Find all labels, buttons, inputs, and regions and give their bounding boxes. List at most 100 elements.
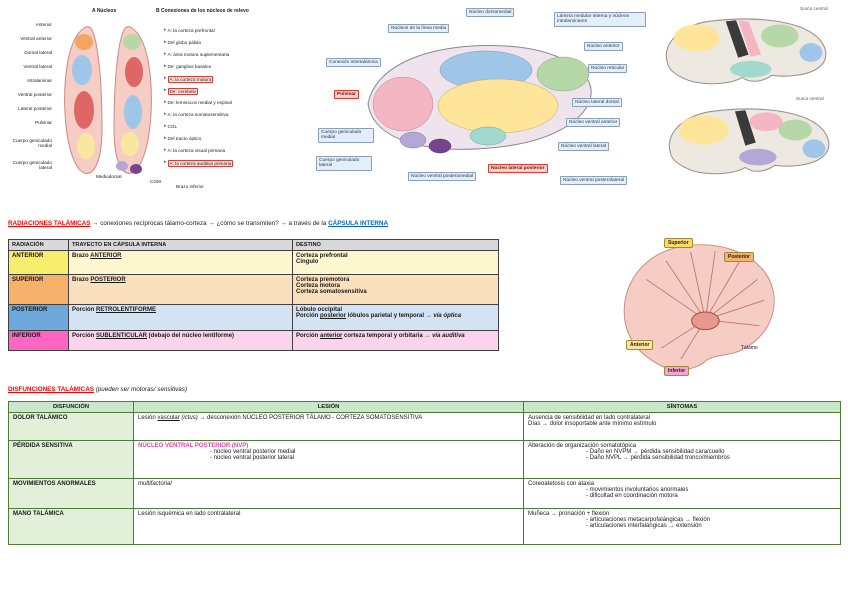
trayecto-cell: Brazo ANTERIOR xyxy=(68,250,293,275)
sintomas-bullet: - articulaciones interfalángicas → exten… xyxy=(586,523,702,529)
nucleus-label: Cuerpo geniculado medial xyxy=(12,138,52,149)
col-header-disfuncion: DISFUNCIÓN xyxy=(8,401,134,413)
thalamus-label: Núcleo anterior xyxy=(584,42,623,52)
disfuncion-name: MANO TALÁMICA xyxy=(8,508,134,545)
arrow-icon: ▸ xyxy=(164,39,167,45)
trayecto-underlined: ANTERIOR xyxy=(90,253,122,259)
sintomas-cell: Muñeca → pronación + flexión - articulac… xyxy=(523,508,841,545)
trayecto-text: (debajo del núcleo lentiforme) xyxy=(147,333,235,339)
sintomas-title: Alteración de organización somatotópica xyxy=(528,443,637,449)
sintomas-bullet: - articulaciones metacarpofalángicas → f… xyxy=(586,517,711,523)
figure-cortex-maps: Surco central Surco central xyxy=(650,6,846,196)
nucleus-label: Intralaminar xyxy=(27,78,52,83)
disfuncion-name: DOLOR TALÁMICO xyxy=(8,412,134,441)
sintomas-bullet: - Daño en NVPM → pérdida sensibilidad ca… xyxy=(586,449,725,455)
arrow-icon: ▸ xyxy=(164,159,167,165)
col-header-sintomas: SÍNTOMAS xyxy=(523,401,841,413)
lesion-bullet: - núcleo ventral posterior lateral xyxy=(210,455,295,461)
figure-a-title: A Núcleos xyxy=(92,8,117,14)
arrow-icon: ▸ xyxy=(164,87,167,93)
thalamus-3d-illustration xyxy=(367,45,592,154)
table-row-posterior: POSTERIOR Porción RETROLENTIFORME Lóbulo… xyxy=(8,304,499,331)
thalamus-label: Núcleo dorsomedial xyxy=(466,8,515,18)
table-row-perdida-sensitiva: PÉRDIDA SENSITIVA NÚCLEO VENTRAL POSTERI… xyxy=(8,440,841,479)
table-header-row: DISFUNCIÓN LESIÓN SÍNTOMAS xyxy=(8,401,841,413)
table-row-superior: SUPERIOR Brazo POSTERIOR Corteza premoto… xyxy=(8,274,499,305)
radiacion-name: SUPERIOR xyxy=(8,274,69,305)
thalamus-label: Núcleo reticular xyxy=(588,64,628,74)
destino-cell: Lóbulo occipital Porción posterior lóbul… xyxy=(292,304,499,331)
table-row-mano-talamica: MANO TALÁMICA Lesión isquémica en lado c… xyxy=(8,508,841,545)
trayecto-text: Brazo xyxy=(72,253,91,259)
brazo-inferior-label: Brazo inferior xyxy=(176,184,204,189)
thalamus-label: Núcleo ventral anterior xyxy=(566,118,621,128)
trayecto-text: Porción xyxy=(72,307,97,313)
destino-line: Lóbulo occipital xyxy=(296,307,342,313)
sintomas-bullet: - dificultad en coordinación motora xyxy=(586,493,678,499)
thalamus-label-highlighted: Núcleo lateral posterior xyxy=(488,164,548,174)
radiacion-name: INFERIOR xyxy=(8,330,69,351)
cgm-label: CGM xyxy=(150,179,161,184)
disfunciones-title: DISFUNCIONES TALÁMICAS xyxy=(8,386,94,393)
sulcus-label: Surco central xyxy=(796,96,824,101)
radiation-label-anterior: Anterior xyxy=(626,340,654,350)
trayecto-text: Porción xyxy=(72,333,97,339)
thalamus-label: Lámina medular interna y núcleos intrala… xyxy=(554,12,646,27)
connection-label-highlighted: De: cerebelo xyxy=(167,88,199,96)
figure-thalamic-nuclei: A Núcleos B Conexiones de los núcleos de… xyxy=(6,6,258,198)
nucleus-label: Ventral anterior xyxy=(20,36,52,41)
lesion-bullet: - núcleo ventral posterior medial xyxy=(210,449,296,455)
radiation-label-posterior: Posterior xyxy=(724,252,754,262)
destino-cell: Corteza premotora Corteza motora Corteza… xyxy=(292,274,499,305)
brain-lateral-illustration xyxy=(665,18,827,85)
thalamus-label-highlighted: Pulvinar xyxy=(334,90,359,100)
sintomas-bullet: - Daño NVPL → pérdida sensibilidad tronc… xyxy=(586,455,730,461)
sintomas-cell: Coreoatetosis con ataxia - movimientos i… xyxy=(523,478,841,509)
arrow-icon: ▸ xyxy=(164,51,167,57)
radiaciones-table: RADIACIÓN TRAYECTO EN CÁPSULA INTERNA DE… xyxy=(8,239,499,351)
disfunciones-table: DISFUNCIÓN LESIÓN SÍNTOMAS DOLOR TALÁMIC… xyxy=(8,401,841,545)
nucleus-label: Lateral posterior xyxy=(18,106,52,111)
disfunciones-note: (pueden ser motoras/ sensitivas) xyxy=(93,386,188,393)
col-header-trayecto: TRAYECTO EN CÁPSULA INTERNA xyxy=(68,239,293,251)
destino-cell: Corteza prefrontal Cíngulo xyxy=(292,250,499,275)
destino-line: Porción posterior lóbulos parietal y tem… xyxy=(296,313,462,319)
table-row-movimientos-anormales: MOVIMIENTOS ANORMALES multifactorial Cor… xyxy=(8,478,841,509)
nucleus-label: Anterior xyxy=(35,22,52,27)
thalamus-nuclei-illustration xyxy=(64,26,152,174)
sulcus-label: Surco central xyxy=(800,6,828,11)
radiation-label-superior: Superior xyxy=(664,238,693,248)
connection-label: De: lemniscos medial y espinal xyxy=(167,100,232,105)
connection-label-highlighted: A: la corteza motora xyxy=(167,76,214,84)
trayecto-cell: Brazo POSTERIOR xyxy=(68,274,293,305)
col-header-lesion: LESIÓN xyxy=(133,401,524,413)
disfuncion-name: PÉRDIDA SENSITIVA xyxy=(8,440,134,479)
arrow-icon: ▸ xyxy=(164,27,167,33)
connection-label: A: la corteza somatosensitiva xyxy=(167,112,229,117)
sintomas-bullet: - movimientos involuntarios anormales xyxy=(586,487,689,493)
connection-label-highlighted: A: la corteza auditiva primaria xyxy=(167,160,234,168)
brain-medial-illustration xyxy=(668,108,830,175)
table-header-row: RADIACIÓN TRAYECTO EN CÁPSULA INTERNA DE… xyxy=(8,239,499,251)
radiacion-name: POSTERIOR xyxy=(8,304,69,331)
trayecto-cell: Porción SUBLENTICULAR (debajo del núcleo… xyxy=(68,330,293,351)
thalamus-label: Núcleos de la línea media xyxy=(388,24,450,34)
lesion-cell: Lesión vascular (ictus) → desconexión NÚ… xyxy=(133,412,524,441)
lesion-title: NÚCLEO VENTRAL POSTERIOR (NVP) xyxy=(138,443,249,449)
capsula-interna-link[interactable]: CÁPSULA INTERNA xyxy=(328,220,389,227)
thalamus-label: Núcleo ventral posteromedial xyxy=(408,172,477,182)
nucleus-label: Cuerpo geniculado lateral xyxy=(12,160,52,171)
arrow-icon: ▸ xyxy=(164,135,167,141)
thalamus-label: Cuerpo geniculado lateral xyxy=(316,156,372,171)
sintomas-title: Muñeca → pronación + flexión xyxy=(528,511,610,517)
thalamus-label: Núcleo ventral lateral xyxy=(558,142,610,152)
connection-label: De: ganglios basales xyxy=(167,64,212,69)
lesion-cell: multifactorial xyxy=(133,478,524,509)
connection-label: A: la corteza visual primaria xyxy=(167,148,226,153)
col-header-radiacion: RADIACIÓN xyxy=(8,239,69,251)
disfuncion-name: MOVIMIENTOS ANORMALES xyxy=(8,478,134,509)
radiations-brain-illustration xyxy=(623,244,775,370)
nucleus-label: Ventral lateral xyxy=(23,64,52,69)
disfunciones-heading-line: DISFUNCIONES TALÁMICAS (pueden ser motor… xyxy=(8,386,187,393)
